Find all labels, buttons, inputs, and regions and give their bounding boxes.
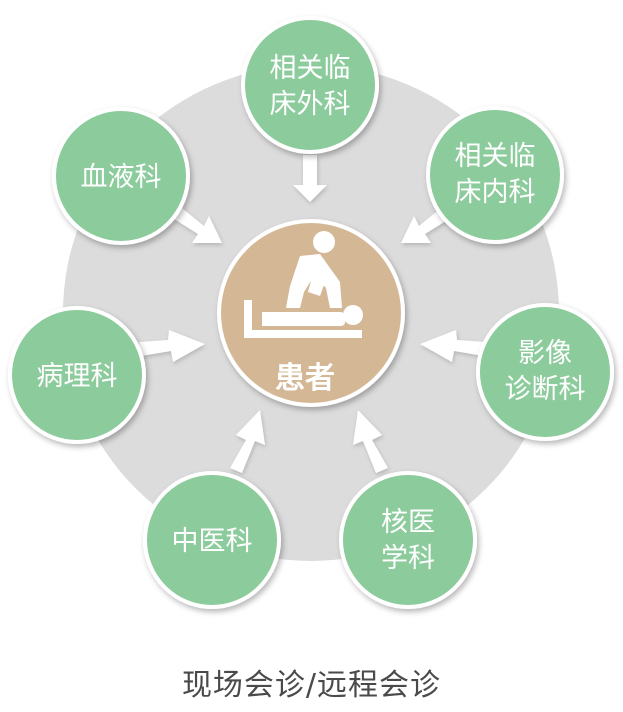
arrow-from-tcm: [230, 410, 265, 473]
node-surgery: [241, 16, 379, 154]
arrows: [139, 155, 486, 473]
arrow-from-surgery: [293, 155, 327, 202]
arrow-from-hematology: [174, 208, 222, 243]
node-internal-medicine: [426, 106, 564, 244]
node-nuclear-medicine-line1: 核医: [381, 507, 435, 538]
node-nuclear-medicine-line2: 学科: [381, 543, 435, 574]
node-surgery-line1: 相关临: [270, 53, 351, 84]
massage-therapy-icon: [244, 231, 363, 338]
node-nuclear-medicine: [339, 471, 477, 609]
arrow-from-imaging: [420, 330, 486, 362]
node-pathology: [8, 306, 146, 444]
node-internal-medicine-line2: 床内科: [455, 177, 536, 208]
node-surgery-line2: 床外科: [270, 89, 351, 120]
node-hematology: [52, 107, 190, 245]
node-tcm: [143, 471, 281, 609]
arrow-from-internal-medicine: [401, 208, 449, 243]
center-label: 患者: [275, 361, 335, 396]
node-hematology-label: 血液科: [81, 162, 162, 193]
arrow-from-pathology: [139, 330, 205, 362]
node-pathology-label: 病理科: [37, 361, 118, 392]
node-imaging-line1: 影像: [518, 338, 572, 369]
node-imaging: [476, 303, 614, 441]
node-imaging-line2: 诊断科: [505, 374, 586, 405]
node-tcm-label: 中医科: [172, 526, 253, 557]
node-internal-medicine-line1: 相关临: [455, 141, 536, 172]
caption: 现场会诊/远程会诊: [181, 668, 442, 703]
arrow-from-nuclear-medicine: [353, 410, 388, 473]
